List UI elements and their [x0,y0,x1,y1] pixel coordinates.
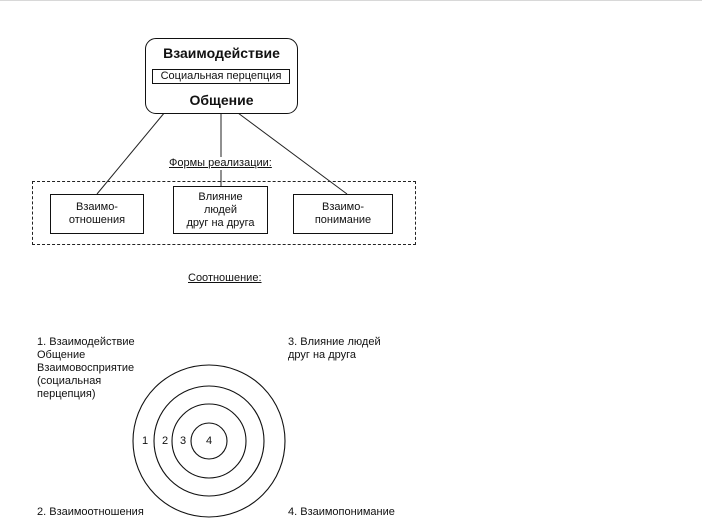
ring-2 [153,385,265,497]
ring-3 [171,403,247,479]
ring-label-1: 1 [141,435,149,447]
legend-item-2: 2. Взаимоотношения [37,506,144,518]
legend-item-1: 1. Взаимодействие Общение Взаимовосприят… [37,336,135,400]
ring-1 [132,364,286,518]
legend-item-4: 4. Взаимопонимание [288,506,395,518]
central-inner-label: Социальная перцепция [152,69,290,84]
forms-dashed-group [32,181,416,245]
ring-4 [190,422,228,460]
ring-label-4: 4 [205,435,213,447]
form-box-understanding: Взаимо- понимание [293,194,393,234]
legend-item-3: 3. Влияние людей друг на друга [288,336,381,361]
form-box-relationships: Взаимо- отношения [50,194,144,234]
central-concept-box: Взаимодействие Социальная перцепция Обще… [145,38,298,114]
central-top-label: Взаимодействие [163,45,280,61]
relation-caption: Соотношение: [188,272,262,284]
connector-left [96,111,166,195]
forms-caption: Формы реализации: [169,157,272,169]
form-box-influence: Влияние людей друг на друга [173,186,268,234]
connector-right [237,112,348,195]
ring-label-3: 3 [179,435,187,447]
top-border-line [0,0,702,1]
central-bottom-label: Общение [189,92,254,108]
ring-label-2: 2 [161,435,169,447]
